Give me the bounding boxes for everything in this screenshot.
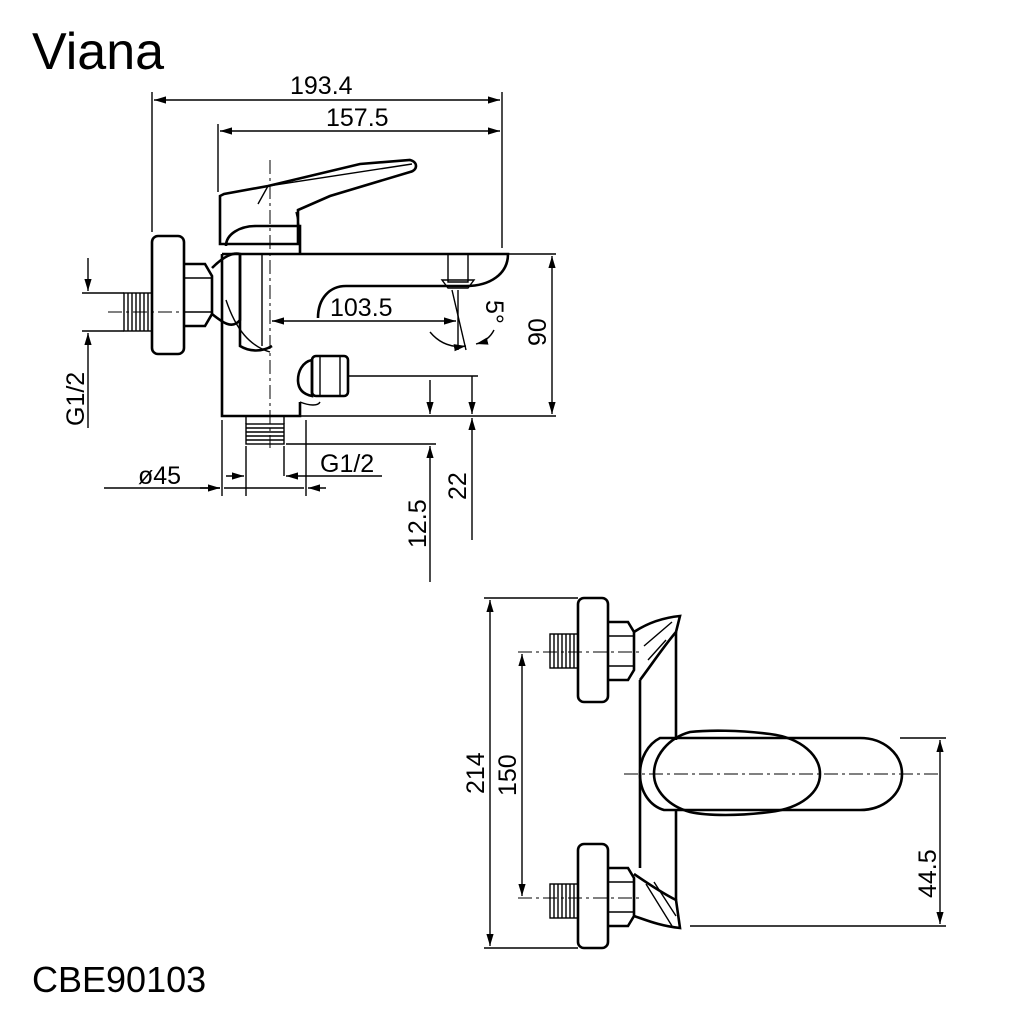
- cartridge-cap: [224, 224, 302, 254]
- mixer-body: [220, 252, 302, 418]
- lever-handle: [218, 158, 418, 246]
- dim-spout-offset: 44.5: [914, 849, 942, 898]
- dim-overall-length: 193.4: [290, 72, 353, 100]
- dim-inlet-thread: G1/2: [62, 372, 90, 426]
- side-view: 193.4 157.5 103.5 5° 90 G1/2 ø45 G1/2 22: [62, 72, 556, 582]
- extension-lines: [82, 92, 556, 496]
- product-title: Viana: [32, 23, 165, 81]
- dim-height: 90: [524, 318, 552, 346]
- dim-angle: 5°: [480, 300, 508, 324]
- dim-inlet-spacing: 150: [494, 754, 522, 796]
- union-nut: [211, 252, 242, 326]
- diverter-knob: [296, 354, 350, 398]
- dim-outlet-offset: 22: [444, 472, 472, 500]
- dim-outlet-height: 12.5: [404, 499, 432, 548]
- dim-body-length: 157.5: [326, 104, 389, 132]
- eccentric-fitting: [123, 234, 214, 356]
- dim-overall-width: 214: [462, 752, 490, 794]
- dim-spout-length: 103.5: [330, 294, 393, 322]
- spout-top: [638, 729, 904, 817]
- dim-outlet-thread: G1/2: [320, 450, 374, 478]
- spout: [299, 252, 510, 406]
- upper-inlet: [549, 596, 682, 704]
- outlet-thread: [245, 416, 285, 445]
- dim-body-diameter: ø45: [138, 462, 181, 490]
- top-view: 214 150 44.5: [462, 596, 946, 950]
- model-number: CBE90103: [32, 959, 207, 1000]
- lower-inlet: [549, 842, 682, 950]
